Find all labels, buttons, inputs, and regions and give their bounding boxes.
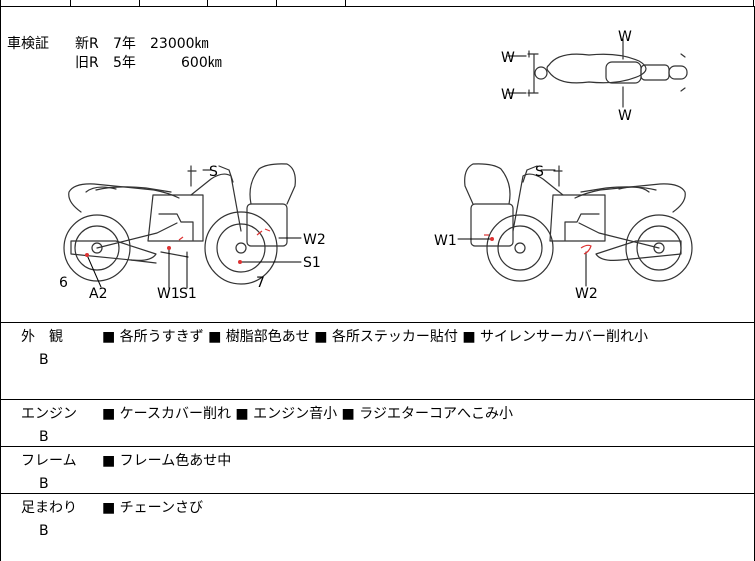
condition-row: エンジン B ■ ケースカバー削れ ■ エンジン音小 ■ ラジエターコアへこみ小 bbox=[0, 400, 755, 447]
damage-diagram-panel: 車検証 新R 7年 23000㎞ 旧R 5年 600㎞ bbox=[0, 7, 755, 323]
left-label: W2 bbox=[303, 232, 326, 248]
left-label: 7 bbox=[256, 275, 265, 291]
reg-type-old: 旧R bbox=[75, 55, 99, 71]
motorcycle-diagram: W W W W S W2 S1 7 6 A2 W1 S1 S W1 W2 bbox=[59, 29, 693, 302]
left-label: S1 bbox=[179, 286, 197, 302]
condition-description: ■ チェーンさび bbox=[102, 500, 203, 516]
left-label: 6 bbox=[59, 275, 68, 291]
condition-grade: B bbox=[39, 429, 49, 445]
reg-km-new: 23000㎞ bbox=[150, 36, 209, 52]
condition-grade: B bbox=[39, 352, 49, 368]
condition-description: ■ ケースカバー削れ ■ エンジン音小 ■ ラジエターコアへこみ小 bbox=[102, 406, 513, 422]
top-table-edge bbox=[0, 0, 755, 7]
condition-category: 外 観 bbox=[21, 329, 63, 345]
reg-years-new: 7年 bbox=[113, 36, 136, 52]
condition-grade: B bbox=[39, 523, 49, 539]
condition-row: 外 観 B ■ 各所うすきず ■ 樹脂部色あせ ■ 各所ステッカー貼付 ■ サイ… bbox=[0, 323, 755, 400]
condition-category: フレーム bbox=[21, 453, 77, 469]
left-label: A2 bbox=[89, 286, 107, 302]
top-view-label: W bbox=[618, 108, 632, 124]
top-view-label: W bbox=[501, 50, 515, 66]
condition-category: エンジン bbox=[21, 406, 77, 422]
condition-description: ■ フレーム色あせ中 bbox=[102, 453, 232, 469]
right-label: W1 bbox=[434, 233, 457, 249]
left-side-motorcycle-icon bbox=[63, 163, 296, 285]
condition-description: ■ 各所うすきず ■ 樹脂部色あせ ■ 各所ステッカー貼付 ■ サイレンサーカバ… bbox=[102, 329, 649, 345]
left-label: S bbox=[209, 164, 218, 180]
reg-years-old: 5年 bbox=[113, 55, 136, 71]
condition-table: 外 観 B ■ 各所うすきず ■ 樹脂部色あせ ■ 各所ステッカー貼付 ■ サイ… bbox=[0, 323, 755, 561]
right-label: S bbox=[535, 164, 544, 180]
right-label: W2 bbox=[575, 286, 598, 302]
top-view-label: W bbox=[618, 29, 632, 45]
left-label: S1 bbox=[303, 255, 321, 271]
condition-grade: B bbox=[39, 476, 49, 492]
registration-label: 車検証 bbox=[7, 36, 49, 52]
condition-row: フレーム B ■ フレーム色あせ中 bbox=[0, 447, 755, 494]
top-view-motorcycle-icon bbox=[507, 38, 688, 108]
reg-type-new: 新R bbox=[75, 36, 99, 52]
condition-category: 足まわり bbox=[21, 500, 77, 516]
right-side-motorcycle-icon bbox=[464, 163, 693, 282]
condition-row: 足まわり B ■ チェーンさび bbox=[0, 494, 755, 561]
left-label: W1 bbox=[157, 286, 180, 302]
reg-km-old: 600㎞ bbox=[181, 55, 222, 71]
top-view-label: W bbox=[501, 87, 515, 103]
